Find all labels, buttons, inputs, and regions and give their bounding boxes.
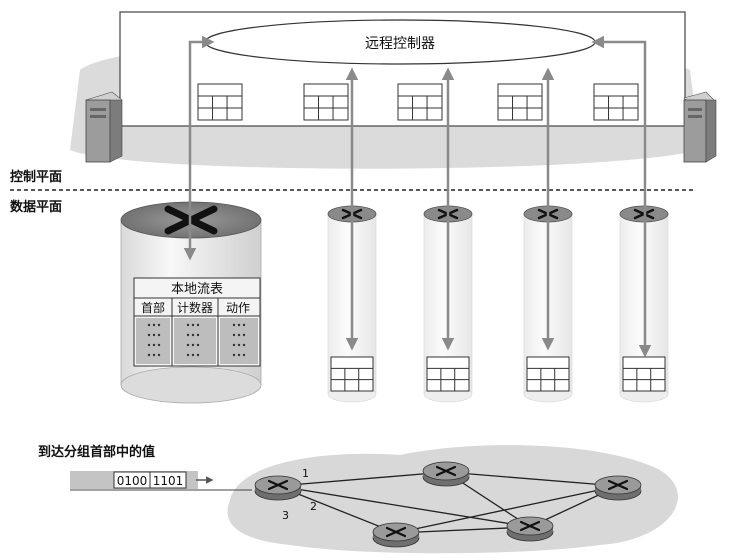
network-cloud (227, 445, 678, 554)
flow-entry-dot (152, 343, 156, 347)
packet-field-2: 1101 (153, 474, 184, 488)
controller-table-2 (303, 83, 349, 121)
flow-entry-dot (232, 353, 236, 357)
controller-label: 远程控制器 (365, 36, 435, 52)
controller-table-4 (497, 83, 543, 121)
flow-entry-dot (191, 343, 195, 347)
flow-entry-dot (232, 323, 236, 327)
data-plane-label: 数据平面 (10, 199, 62, 215)
flow-entry-dot (186, 333, 190, 337)
switch-cylinders (327, 205, 669, 403)
router-icon (372, 522, 420, 548)
flow-table-entries (147, 323, 246, 357)
flow-entry-dot (196, 353, 200, 357)
flow-table-col-counter: 计数器 (177, 300, 213, 315)
flow-entry-dot (242, 333, 246, 337)
router-ingress-icon (254, 475, 302, 501)
port-label-3: 3 (282, 509, 289, 522)
flow-entry-dot (196, 343, 200, 347)
flow-entry-dot (232, 343, 236, 347)
flow-table-col-header: 首部 (141, 300, 165, 315)
switch-table-3 (526, 356, 570, 392)
controller-table-1 (197, 83, 243, 121)
flow-entry-dot (186, 343, 190, 347)
flow-entry-dot (237, 323, 241, 327)
controller-links (345, 67, 555, 351)
flow-table-title: 本地流表 (171, 282, 223, 297)
flow-entry-dot (196, 323, 200, 327)
network-routers (254, 461, 642, 548)
router-icon (594, 475, 642, 501)
flow-table-col-action: 动作 (226, 301, 250, 315)
flow-entry-dot (242, 343, 246, 347)
port-label-2: 2 (310, 500, 317, 513)
switch-table-2 (426, 356, 470, 392)
flow-entry-dot (186, 353, 190, 357)
flow-entry-dot (191, 323, 195, 327)
flow-entry-dot (147, 353, 151, 357)
flow-entry-dot (152, 323, 156, 327)
switch-table-4 (622, 356, 666, 392)
flow-entry-dot (237, 353, 241, 357)
router-icon (422, 461, 470, 487)
flow-entry-dot (242, 353, 246, 357)
controller-link-left (183, 35, 215, 261)
server-left-icon (85, 91, 123, 163)
flow-entry-dot (242, 323, 246, 327)
flow-entry-dot (196, 333, 200, 337)
flow-entry-dot (157, 343, 161, 347)
packet-caption: 到达分组首部中的值 (38, 444, 155, 460)
flow-entry-dot (186, 323, 190, 327)
server-right-icon (683, 91, 717, 163)
controller-link-right (591, 35, 652, 358)
flow-entry-dot (237, 343, 241, 347)
flow-entry-dot (237, 333, 241, 337)
flow-entry-dot (147, 343, 151, 347)
switch-table-1 (330, 356, 374, 392)
flow-entry-dot (147, 333, 151, 337)
controller-table-3 (397, 83, 443, 121)
packet-field-1: 0100 (117, 474, 148, 488)
packet-field-2-box (149, 471, 187, 489)
port-label-1: 1 (302, 467, 309, 480)
flow-entry-dot (191, 353, 195, 357)
flow-entry-dot (191, 333, 195, 337)
flow-entry-dot (232, 333, 236, 337)
flow-entry-dot (157, 323, 161, 327)
local-flow-table (133, 277, 261, 367)
control-plane-label: 控制平面 (10, 169, 62, 185)
controller-table-5 (593, 83, 639, 121)
flow-entry-dot (152, 353, 156, 357)
flow-entry-dot (147, 323, 151, 327)
flow-entry-dot (157, 333, 161, 337)
flow-entry-dot (157, 353, 161, 357)
flow-entry-dot (152, 333, 156, 337)
router-icon (506, 516, 554, 542)
